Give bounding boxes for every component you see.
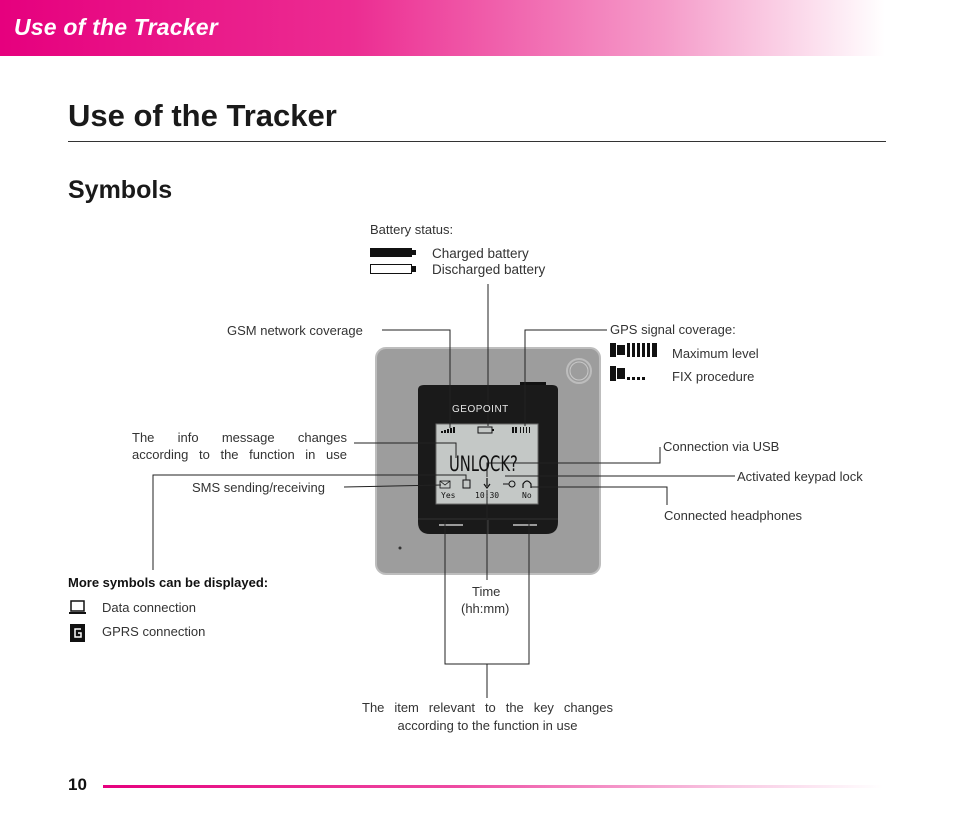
- corner-button-icon: [566, 358, 592, 384]
- gsm-signal-icon: [441, 427, 455, 433]
- gps-signal-icon: [512, 427, 530, 433]
- usb-arrow-icon: [483, 478, 491, 489]
- charged-battery-label: Charged battery: [432, 246, 529, 261]
- leader-lines: [152, 284, 735, 698]
- gprs-connection-legend-icon: [70, 624, 85, 642]
- key-lock-icon: [503, 480, 516, 488]
- time-format-label: (hh:mm): [461, 601, 510, 616]
- page-number: 10: [68, 775, 87, 794]
- headphones-label: Connected headphones: [664, 508, 803, 523]
- screen-clock: 10:30: [475, 491, 500, 500]
- sms-envelope-icon: [439, 480, 451, 489]
- discharged-battery-label: Discharged battery: [432, 262, 546, 277]
- right-soft-key-icon: [513, 524, 537, 526]
- more-symbols-heading: More symbols can be displayed:: [68, 575, 269, 590]
- data-connection-label: Data connection: [102, 600, 196, 615]
- gps-fix-label: FIX procedure: [672, 369, 755, 384]
- gprs-connection-label: GPRS connection: [102, 624, 206, 639]
- page-title: Use of the Tracker: [68, 98, 337, 133]
- time-label: Time: [472, 584, 501, 599]
- info-message-label: The info message changes according to th…: [132, 430, 347, 462]
- tracker-device: [375, 347, 601, 575]
- gsm-coverage-label: GSM network coverage: [227, 323, 363, 338]
- charged-battery-icon: [370, 248, 416, 257]
- screen-left-soft-key: Yes: [441, 491, 456, 500]
- key-item-label-line1: The item relevant to the key changes: [362, 700, 613, 715]
- gps-fix-procedure-icon: [610, 366, 645, 381]
- key-item-label-line2: according to the function in use: [397, 718, 578, 733]
- sms-label: SMS sending/receiving: [192, 480, 325, 495]
- gps-max-label: Maximum level: [672, 346, 759, 361]
- screen-message: UNLOCK?: [449, 452, 518, 476]
- headphones-icon: [522, 480, 532, 488]
- section-title: Symbols: [68, 176, 173, 204]
- usb-label: Connection via USB: [663, 439, 780, 454]
- footer-divider: [103, 785, 883, 788]
- discharged-battery-icon: [370, 264, 416, 274]
- battery-heading: Battery status:: [370, 222, 454, 237]
- gps-maximum-level-icon: [610, 343, 657, 357]
- data-connection-legend-icon: [69, 600, 86, 614]
- keypad-lock-label: Activated keypad lock: [737, 469, 863, 484]
- header-title: Use of the Tracker: [14, 14, 218, 40]
- device-brand: GEOPOINT: [452, 404, 509, 415]
- left-soft-key-icon: [439, 524, 463, 526]
- title-divider: [68, 141, 886, 142]
- gps-heading: GPS signal coverage:: [610, 322, 736, 337]
- screen-right-soft-key: No: [522, 491, 532, 500]
- battery-icon: [477, 426, 494, 434]
- header-band: [0, 0, 885, 56]
